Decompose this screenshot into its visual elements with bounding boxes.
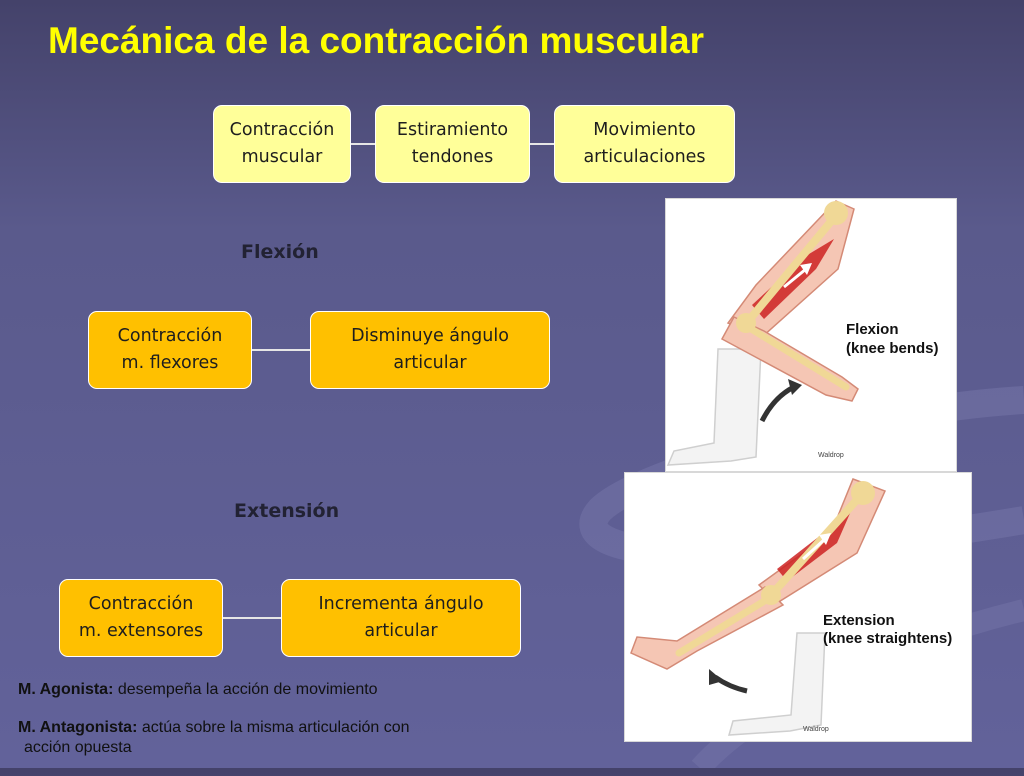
connector-line	[250, 349, 312, 351]
flow-step-contraction: Contracción muscular	[213, 105, 351, 183]
connector-line	[349, 143, 377, 145]
extension-sublabel: (knee straightens)	[823, 630, 952, 647]
flow-step-joint-movement: Movimiento articulaciones	[554, 105, 735, 183]
extension-effect-box: Incrementa ángulo articular	[281, 579, 521, 657]
flexion-credit: Waldrop	[818, 452, 844, 459]
definitions: M. Agonista: desempeña la acción de movi…	[18, 680, 518, 776]
flexion-effect-box: Disminuye ángulo articular	[310, 311, 550, 389]
antagonist-text: actúa sobre la misma articulación con	[137, 719, 410, 736]
agonist-term: M. Agonista:	[18, 681, 114, 698]
connector-line	[221, 617, 283, 619]
flexion-sublabel: (knee bends)	[846, 340, 939, 357]
antagonist-definition: M. Antagonista: actúa sobre la misma art…	[18, 718, 518, 758]
extension-label: Extension	[823, 612, 895, 629]
page-title: Mecánica de la contracción muscular	[48, 20, 704, 61]
antagonist-term: M. Antagonista:	[18, 719, 138, 736]
extension-credit: Waldrop	[803, 726, 829, 733]
agonist-definition: M. Agonista: desempeña la acción de movi…	[18, 680, 518, 700]
flow-step-tendon-stretch: Estiramiento tendones	[375, 105, 530, 183]
flexion-cause-box: Contracción m. flexores	[88, 311, 252, 389]
flexion-heading: Flexión	[241, 241, 319, 263]
agonist-text: desempeña la acción de movimiento	[113, 681, 378, 698]
extension-cause-box: Contracción m. extensores	[59, 579, 223, 657]
flexion-illustration: Flexion (knee bends) Waldrop	[665, 198, 957, 472]
connector-line	[528, 143, 556, 145]
antagonist-text-continued: acción opuesta	[24, 739, 132, 756]
flexion-label: Flexion	[846, 321, 899, 338]
extension-illustration: Extension (knee straightens) Waldrop	[624, 472, 972, 742]
extension-heading: Extensión	[234, 500, 340, 522]
